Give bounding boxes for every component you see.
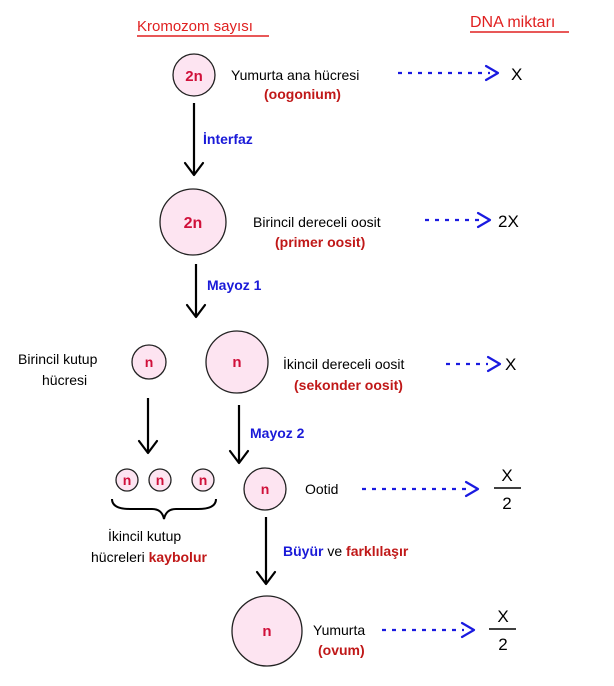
oogonium-ploidy: 2n [185, 68, 203, 85]
ootid-dna-arrowhead [464, 480, 480, 498]
first-polar-body-ploidy: n [145, 354, 154, 370]
and-label: ve [323, 543, 346, 559]
first-polar-body-label-line1: Birincil kutup [18, 351, 98, 367]
grow-label: Büyür [283, 543, 324, 559]
first-polar-body-cell [131, 344, 167, 380]
meiosis2-label: Mayoz 2 [250, 425, 305, 441]
primary-oocyte-cell [159, 188, 227, 256]
differentiate-label: farklılaşır [346, 543, 409, 559]
polar-body-division-arrowhead [137, 439, 159, 455]
first-polar-body-label-line2: hücresi [42, 372, 87, 388]
primary-oocyte-latin-label: (primer oosit) [275, 234, 365, 250]
chromosome-count-header: Kromozom sayısı [137, 18, 253, 35]
ovum-latin-label: (ovum) [318, 642, 365, 658]
second-polar-bodies-label-line1: İkincil kutup [108, 527, 181, 544]
polar-bodies-brace [111, 498, 217, 520]
ovum-cell [231, 595, 303, 667]
meiosis2-arrowhead [228, 449, 250, 465]
second-polar-body-cell-3 [191, 468, 215, 492]
secondary-oocyte-ploidy: n [232, 354, 241, 371]
interphase-label: İnterfaz [203, 131, 253, 147]
secondary-oocyte-dna-arrowhead [486, 355, 502, 373]
ootid-label: Ootid [305, 481, 338, 497]
oogonium-cell [172, 53, 216, 97]
ovum-dna-denominator: 2 [498, 635, 507, 654]
ootid-dna-denominator: 2 [502, 494, 511, 513]
ovum-dna-numerator: X [497, 607, 508, 626]
secondary-oocyte-cell [205, 330, 269, 394]
primary-oocyte-dna-amount: 2X [498, 212, 519, 231]
primary-oocyte-dna-arrowhead [476, 211, 492, 229]
primary-oocyte-label: Birincil dereceli oosit [253, 214, 381, 230]
meiosis1-label: Mayoz 1 [207, 277, 262, 293]
ovum-label: Yumurta [313, 622, 365, 638]
second-polar-body-cell-2 [148, 468, 172, 492]
oogonium-latin-label: (oogonium) [264, 86, 341, 102]
ootid-cell [243, 467, 287, 511]
ovum-dna-arrowhead [460, 621, 476, 639]
interphase-arrowhead [183, 161, 205, 177]
second-polar-body-ploidy-3: n [199, 472, 208, 488]
ootid-dna-numerator: X [501, 466, 512, 485]
second-polar-bodies-label-line2: hücreleri kaybolur [91, 549, 207, 565]
dna-amount-header: DNA miktarı [470, 14, 555, 31]
second-polar-body-ploidy-1: n [123, 472, 132, 488]
second-polar-body-ploidy-2: n [156, 472, 165, 488]
differentiation-arrowhead [255, 570, 277, 586]
oogonium-dna-arrowhead [484, 64, 500, 82]
oogonium-dna-amount: X [511, 65, 522, 84]
second-polar-body-cell-1 [115, 468, 139, 492]
grow-differentiate-label: Büyür ve farklılaşır [283, 543, 409, 559]
secondary-oocyte-latin-label: (sekonder oosit) [294, 377, 403, 393]
secondary-oocyte-label: İkincil dereceli oosit [283, 355, 404, 372]
second-polar-bodies-disappear-label: kaybolur [149, 549, 208, 565]
ovum-ploidy: n [262, 623, 271, 640]
oogonium-label: Yumurta ana hücresi [231, 67, 359, 83]
primary-oocyte-ploidy: 2n [184, 215, 203, 232]
second-polar-bodies-label-prefix: hücreleri [91, 549, 149, 565]
ootid-ploidy: n [261, 481, 270, 497]
meiosis1-arrowhead [185, 303, 207, 319]
secondary-oocyte-dna-amount: X [505, 355, 516, 374]
